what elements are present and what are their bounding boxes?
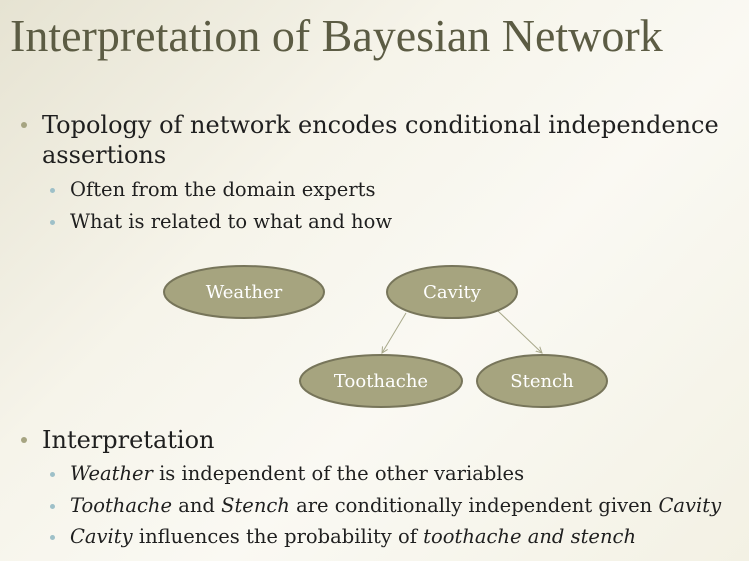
node-cavity: Cavity: [386, 265, 518, 319]
italic-stench: Stench: [221, 494, 290, 517]
italic-toothache: Toothache: [70, 494, 173, 517]
bullet-topology-line1: Topology of network encodes conditional …: [42, 111, 719, 139]
node-stench: Stench: [476, 354, 608, 408]
edge-cavity-toothache: [382, 312, 407, 353]
bullet-interpretation: Interpretation: [42, 426, 215, 454]
node-toothache-label: Toothache: [334, 371, 428, 392]
node-weather-label: Weather: [206, 282, 283, 303]
weather-rest: is independent of the other variables: [152, 462, 525, 485]
italic-toothache-and-stench: toothache and stench: [423, 525, 637, 548]
sub-bullet-dot: [50, 472, 55, 477]
sub-bullet-dot: [50, 504, 55, 509]
sub-bullet-related: What is related to what and how: [70, 210, 393, 233]
sub-bullet-conditional-independence: Toothache and Stench are conditionally i…: [70, 491, 721, 521]
italic-cavity: Cavity: [70, 525, 133, 548]
sub-bullet-dot: [50, 220, 55, 225]
sub-bullet-dot: [50, 188, 55, 193]
bullet-topology-line2: assertions: [42, 141, 167, 169]
node-stench-label: Stench: [510, 371, 574, 392]
node-weather: Weather: [163, 265, 325, 319]
sub-bullet-cavity-influences: Cavity influences the probability of too…: [70, 522, 636, 552]
text-and: and: [172, 494, 222, 517]
node-toothache: Toothache: [299, 354, 463, 408]
sub-bullet-weather-independent: Weather is independent of the other vari…: [70, 459, 524, 489]
sub-bullet-dot: [50, 535, 55, 540]
bullet-dot: [21, 122, 27, 128]
text-influences: influences the probability of: [132, 525, 424, 548]
italic-cavity: Cavity: [658, 494, 722, 517]
bullet-dot: [21, 437, 27, 443]
node-cavity-label: Cavity: [423, 282, 482, 303]
edge-cavity-stench: [497, 310, 542, 353]
slide-title: Interpretation of Bayesian Network: [10, 10, 663, 61]
sub-bullet-domain-experts: Often from the domain experts: [70, 178, 376, 201]
text-conditionally-independent: are conditionally independent given: [289, 494, 659, 517]
italic-weather: Weather: [70, 462, 153, 485]
